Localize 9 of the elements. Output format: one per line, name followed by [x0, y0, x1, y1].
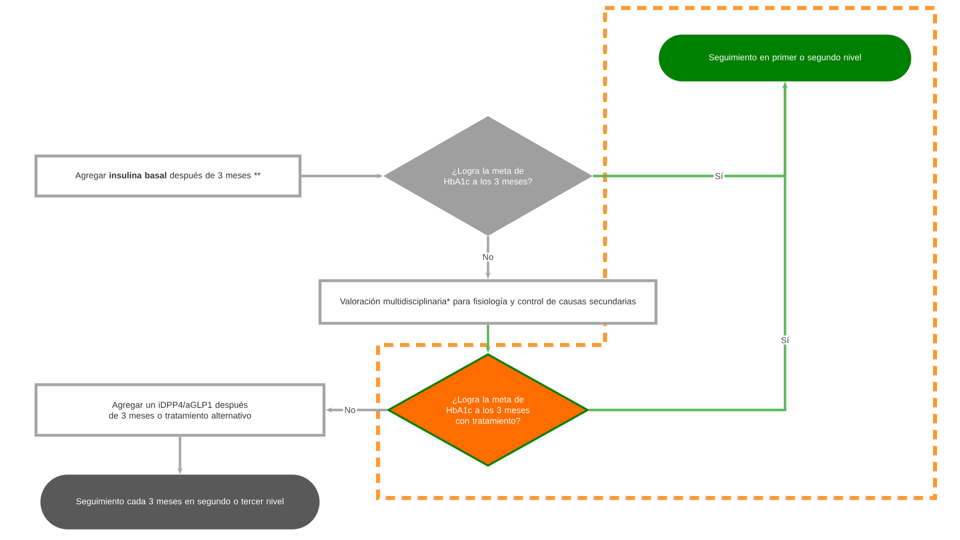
edge-label: Sí [714, 171, 724, 181]
edge-label: No [481, 252, 495, 262]
process-box: Agregar insulina basal después de 3 meses ** [34, 154, 302, 198]
process-box: Agregar un iDPP4/aGLP1 después de 3 meses o tratamiento alternativo [34, 383, 326, 437]
edge-label: No [343, 406, 357, 414]
edge-label: Sí [780, 335, 790, 345]
terminal-pill: Seguimiento cada 3 meses en segundo o tercer nivel [40, 474, 320, 530]
process-box: Valoración multidisciplinaria* para fisiología y control de causas secundarias [318, 279, 658, 325]
terminal-pill: Seguimiento en primer o segundo nivel [658, 34, 912, 82]
